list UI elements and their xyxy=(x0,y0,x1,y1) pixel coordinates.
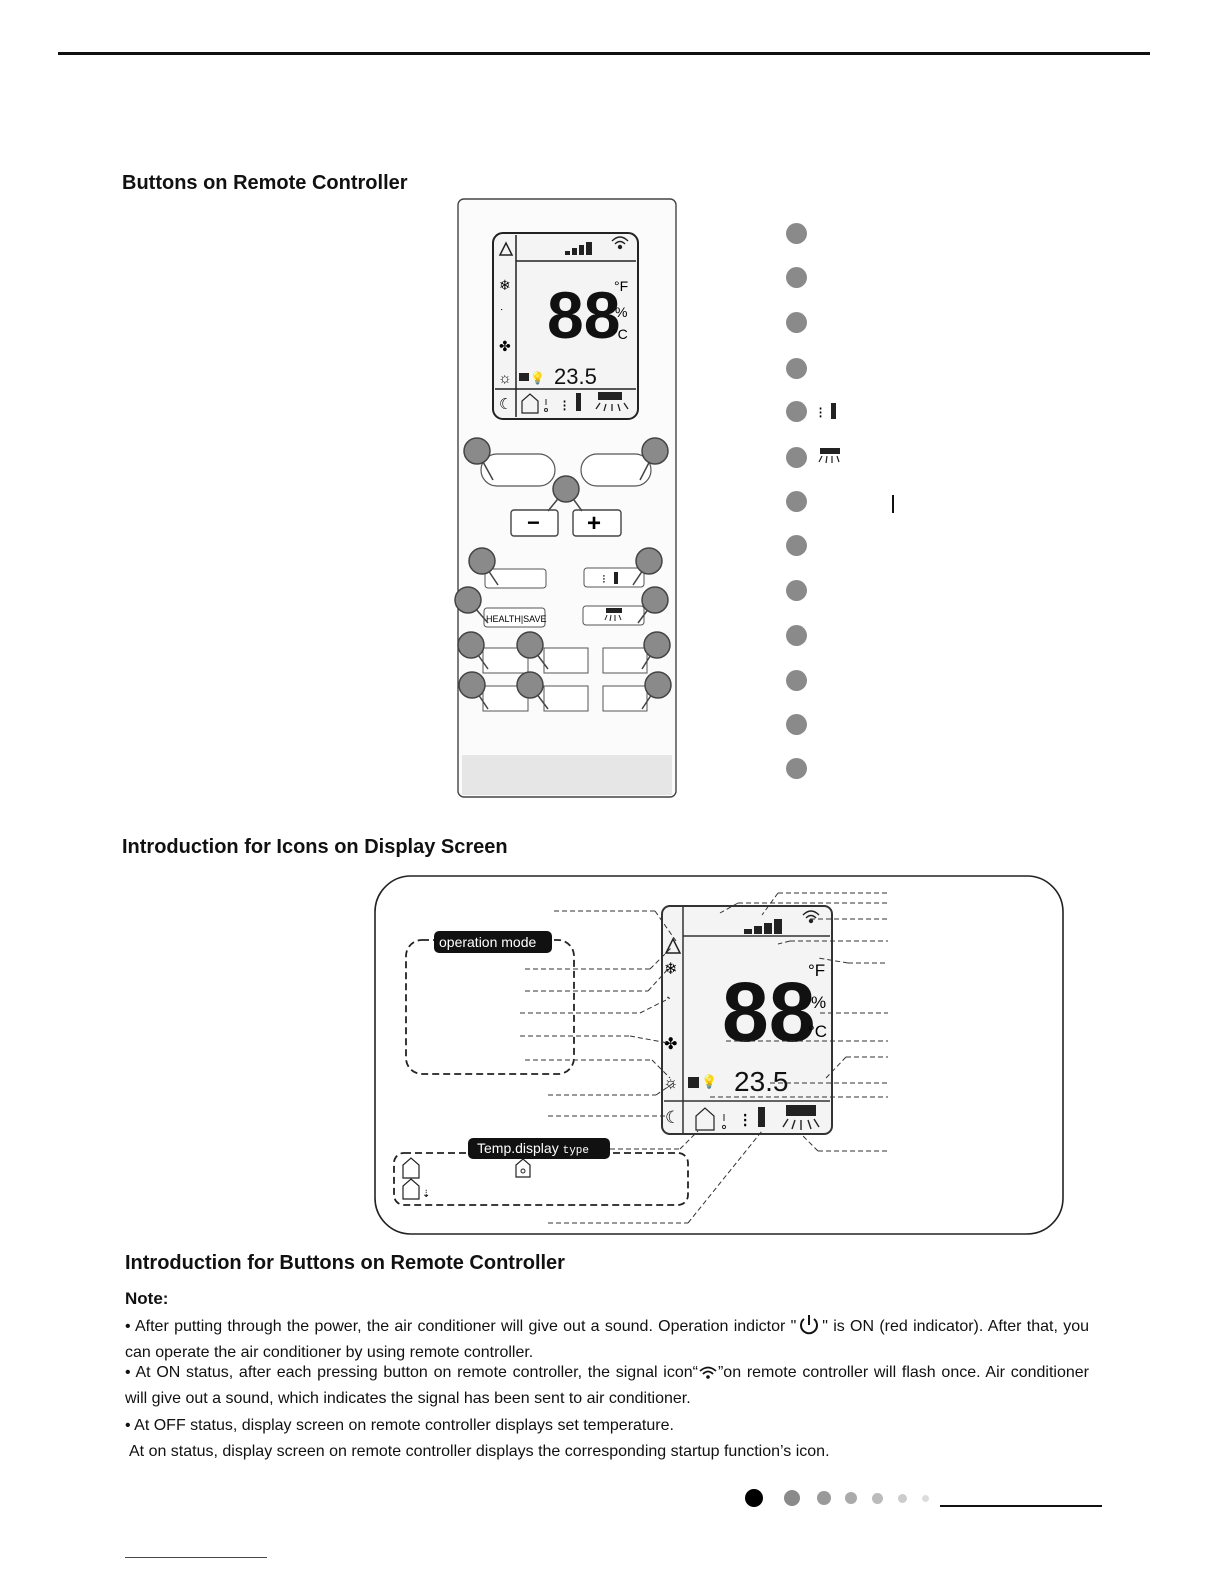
legend-dot-1 xyxy=(786,223,807,244)
diagram-dry-icon: ᐝ xyxy=(666,994,670,1010)
power-icon xyxy=(800,1315,819,1335)
remote-button-14[interactable] xyxy=(602,685,648,712)
indoor-temp-icon xyxy=(521,393,539,414)
diagram-light-icon: 💡 xyxy=(701,1074,717,1089)
legend-dot-3 xyxy=(786,312,807,333)
remote-button-12[interactable] xyxy=(482,685,529,712)
minus-button[interactable] xyxy=(510,509,559,537)
signal-icon-inline xyxy=(699,1366,717,1379)
diagram-leader-lines xyxy=(520,910,763,1224)
fan-mode-icon: ✤ xyxy=(499,338,511,354)
bottom-link-rule xyxy=(125,1557,267,1558)
legend-dot-6 xyxy=(786,447,807,468)
note-paragraph-4: At on status, display screen on remote c… xyxy=(129,1443,830,1460)
progress-dot-5 xyxy=(872,1493,883,1504)
diagram-swing-left-right-icon xyxy=(786,1105,816,1116)
progress-dot-2 xyxy=(784,1490,800,1506)
diagram-fan-speed-bars-icon xyxy=(744,919,782,934)
legend-dot-10 xyxy=(786,625,807,646)
legend-separator-mark xyxy=(892,495,894,513)
legend-swing-icons: ⁝ xyxy=(818,403,840,464)
footer-rule xyxy=(940,1505,1102,1507)
diagram-cool-icon: ❄ xyxy=(664,961,677,978)
diagram-heat-icon: ☼ xyxy=(663,1073,679,1092)
top-rule xyxy=(58,52,1150,55)
svg-text:+: + xyxy=(587,510,601,537)
remote-lcd xyxy=(492,232,639,420)
legend-dot-12 xyxy=(786,714,807,735)
legend-dot-5 xyxy=(786,401,807,422)
unit-f-label: °F xyxy=(614,278,628,294)
heading-buttons-on-remote: Buttons on Remote Controller xyxy=(122,172,408,194)
progress-dot-4 xyxy=(845,1492,857,1504)
diagram-signal-icon xyxy=(802,910,820,924)
svg-text:⁝: ⁝ xyxy=(602,572,606,586)
sleep-icon: ☾ xyxy=(499,396,512,413)
legend-dot-13 xyxy=(786,758,807,779)
signal-icon xyxy=(611,236,629,250)
progress-dot-1 xyxy=(745,1489,763,1507)
legend-swing-up-down-icon: ⁝ xyxy=(818,405,823,422)
display-icon-diagram: ❄ ᐝ ✤ ☼ ☾ 88 °F % °C 💡 23.5 ⁝ operation … xyxy=(374,875,1064,1235)
heading-buttons-intro: Introduction for Buttons on Remote Contr… xyxy=(125,1252,565,1274)
dry-mode-icon: ᐝ xyxy=(500,308,503,320)
remote-button-4[interactable] xyxy=(484,568,547,589)
cool-mode-icon: ❄ xyxy=(499,277,511,293)
note-paragraph-1: • After putting through the power, the a… xyxy=(125,1314,1089,1366)
temp-display-label: Temp.display type xyxy=(477,1140,589,1157)
unit-c-label: °C xyxy=(612,326,628,342)
remote-button-1[interactable] xyxy=(480,453,556,487)
remote-button-11[interactable] xyxy=(602,647,648,674)
legend-dot-4 xyxy=(786,358,807,379)
legend-dot-9 xyxy=(786,580,807,601)
diagram-auto-icon xyxy=(664,937,682,954)
light-icon: 💡 xyxy=(530,371,545,385)
diagram-lcd-small-temp: 23.5 xyxy=(734,1066,789,1097)
legend-dot-11 xyxy=(786,670,807,691)
legend-swing-left-right-icon xyxy=(820,448,840,454)
remote-lcd-small-temp: 23.5 xyxy=(554,364,597,389)
diagram-unit-c: °C xyxy=(808,1022,827,1041)
progress-dot-6 xyxy=(898,1494,907,1503)
legend-dot-2 xyxy=(786,267,807,288)
swing-left-right-icon xyxy=(598,392,622,400)
remote-button-13[interactable] xyxy=(543,685,589,712)
heat-mode-icon: ☼ xyxy=(498,370,512,387)
operation-mode-label: operation mode xyxy=(439,934,537,950)
remote-callouts xyxy=(454,437,672,710)
diagram-swing-up-down-icon: ⁝ xyxy=(742,1110,748,1132)
temp-outdoor-icon xyxy=(515,1158,531,1178)
remote-controller-illustration: ❄ ᐝ ✤ ☼ ☾ 88 °F % °C 💡 23.5 ⁝ − + ⁝ HEAL… xyxy=(454,198,677,798)
diagram-lock-icon xyxy=(688,1077,699,1088)
auto-mode-icon xyxy=(498,241,514,256)
temp-indoor-icon xyxy=(402,1178,420,1200)
fan-speed-bars-icon xyxy=(565,242,592,255)
legend-dot-8 xyxy=(786,535,807,556)
diagram-lcd xyxy=(661,905,833,1135)
remote-button-2[interactable] xyxy=(580,453,652,487)
temp-set-icon xyxy=(402,1157,420,1179)
heading-icons-intro: Introduction for Icons on Display Screen xyxy=(122,836,508,858)
lock-icon xyxy=(519,373,529,381)
note-title: Note: xyxy=(125,1289,169,1308)
diagram-fan-icon: ✤ xyxy=(664,1036,677,1053)
diagram-sleep-icon: ☾ xyxy=(665,1108,680,1127)
svg-text:HEALTH|SAVE: HEALTH|SAVE xyxy=(486,614,547,624)
progress-dot-3 xyxy=(817,1491,831,1505)
svg-text:⇣: ⇣ xyxy=(422,1189,430,1200)
remote-lcd-temp: 88 xyxy=(547,278,620,352)
swing-up-down-icon: ⁝ xyxy=(562,398,567,415)
progress-dot-7 xyxy=(922,1495,929,1502)
diagram-lcd-temp: 88 xyxy=(722,965,815,1059)
plus-button[interactable] xyxy=(572,509,622,537)
note-paragraph-2: • At ON status, after each pressing butt… xyxy=(125,1364,1089,1407)
diagram-indoor-temp-icon xyxy=(695,1107,715,1131)
diagram-unit-f: °F xyxy=(808,961,825,980)
diagram-unit-percent: % xyxy=(811,993,826,1012)
svg-text:−: − xyxy=(527,510,540,535)
remote-button-10[interactable] xyxy=(543,647,589,674)
unit-percent-label: % xyxy=(615,304,627,320)
legend-dot-7 xyxy=(786,491,807,512)
note-paragraph-3: • At OFF status, display screen on remot… xyxy=(125,1417,674,1434)
